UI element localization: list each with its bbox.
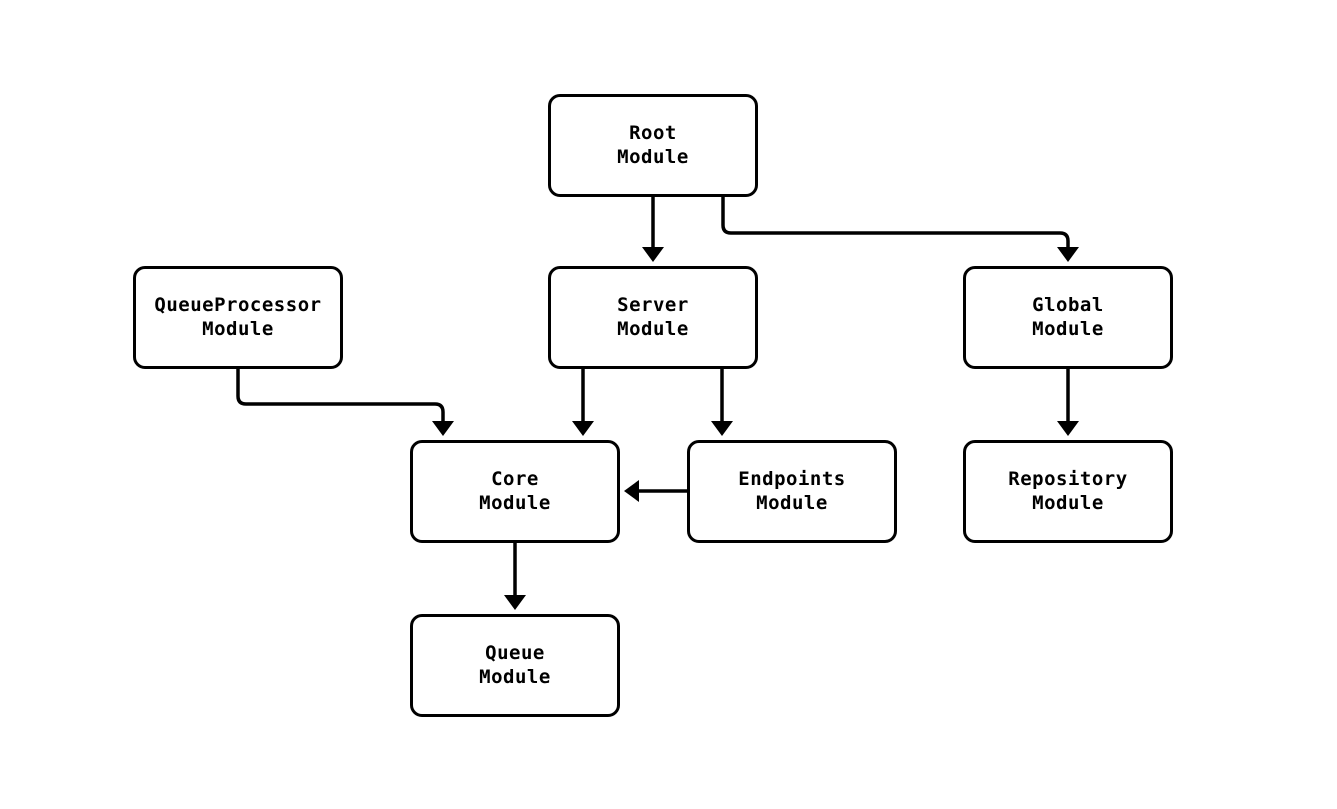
node-core[interactable]: Core Module [410,440,620,543]
node-repository[interactable]: Repository Module [963,440,1173,543]
arrowhead-core-queue [504,595,526,610]
arrowhead-global-repository [1057,421,1079,436]
arrowhead-endpoints-core [624,480,639,502]
node-endpoints[interactable]: Endpoints Module [687,440,897,543]
node-root-label: Root Module [617,121,689,168]
edge-root-global [721,197,1070,252]
node-server-label: Server Module [617,293,689,340]
node-repository-label: Repository Module [1008,467,1128,514]
node-root[interactable]: Root Module [548,94,758,197]
node-queueprocessor[interactable]: QueueProcessor Module [133,266,343,369]
node-core-label: Core Module [479,467,551,514]
arrowhead-server-core [572,421,594,436]
arrowhead-server-endpoints [711,421,733,436]
node-global-label: Global Module [1032,293,1104,340]
arrowhead-root-global [1057,247,1079,262]
node-endpoints-label: Endpoints Module [738,467,846,514]
node-queue[interactable]: Queue Module [410,614,620,717]
node-global[interactable]: Global Module [963,266,1173,369]
arrowhead-queueprocessor-core [432,421,454,436]
edge-queueprocessor-core [236,369,445,426]
node-queueprocessor-label: QueueProcessor Module [154,293,322,340]
node-server[interactable]: Server Module [548,266,758,369]
node-queue-label: Queue Module [479,641,551,688]
arrowhead-root-server [642,247,664,262]
